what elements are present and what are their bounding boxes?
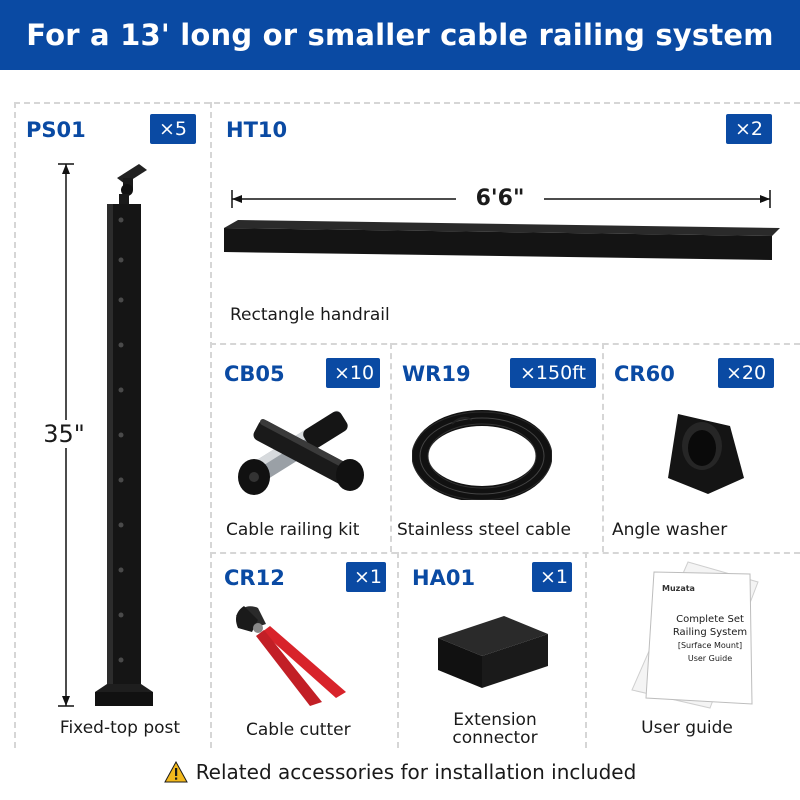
product-code-ha01: HA01 <box>412 566 476 590</box>
quantity-badge-cb05: ×10 <box>326 358 380 388</box>
page-title: For a 13' long or smaller cable railing … <box>0 0 800 70</box>
caption-cr60: Angle washer <box>612 520 728 540</box>
guide-brand: Muzata <box>662 584 695 593</box>
quantity-badge-cr12: ×1 <box>346 562 386 592</box>
product-code-ht10: HT10 <box>226 118 288 142</box>
guide-line-2: Railing System <box>672 627 748 638</box>
cable-kit-image <box>238 410 364 495</box>
product-code-cr12: CR12 <box>224 566 285 590</box>
caption-cr12: Cable cutter <box>246 720 351 740</box>
divider <box>210 552 800 554</box>
guide-line-1: Complete Set <box>676 614 744 625</box>
guide-line-4: User Guide <box>687 654 733 663</box>
product-code-cr60: CR60 <box>614 362 675 386</box>
cable-cutter-image <box>236 606 346 706</box>
caption-ht10: Rectangle handrail <box>230 305 390 325</box>
caption-cb05: Cable railing kit <box>226 520 360 540</box>
product-code-ps01: PS01 <box>26 118 86 142</box>
caption-ps01: Fixed-top post <box>59 718 181 738</box>
divider <box>390 343 392 552</box>
product-code-cb05: CB05 <box>224 362 285 386</box>
divider <box>602 343 604 552</box>
quantity-badge-cr60: ×20 <box>718 358 774 388</box>
divider <box>210 102 212 748</box>
caption-ha01-line1: Extension <box>453 710 537 730</box>
quantity-badge-ha01: ×1 <box>532 562 572 592</box>
caption-user-guide: User guide <box>641 718 733 738</box>
angle-washer-image <box>668 414 744 494</box>
handrail-image <box>224 220 780 260</box>
footer-text: Related accessories for installation inc… <box>195 760 637 784</box>
divider <box>210 343 800 345</box>
guide-line-3: [Surface Mount] <box>677 641 743 650</box>
footer-note: Related accessories for installation inc… <box>0 755 800 789</box>
divider <box>397 552 399 748</box>
quantity-badge-ht10: ×2 <box>726 114 772 144</box>
handrail-length-dimension: 6'6" <box>456 186 544 211</box>
product-grid <box>14 102 800 748</box>
warning-icon <box>163 761 188 783</box>
caption-ha01-line2: connector <box>452 728 538 748</box>
post-height-dimension: 35" <box>34 420 94 448</box>
extension-connector-image <box>438 616 548 688</box>
cable-coil-image <box>412 410 552 500</box>
product-code-wr19: WR19 <box>402 362 471 386</box>
divider <box>585 552 587 748</box>
caption-wr19: Stainless steel cable <box>397 520 571 540</box>
user-guide-image <box>631 561 759 709</box>
quantity-badge-ps01: ×5 <box>150 114 196 144</box>
quantity-badge-wr19: ×150ft <box>510 358 596 388</box>
post-image <box>95 164 153 706</box>
